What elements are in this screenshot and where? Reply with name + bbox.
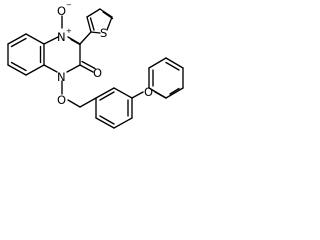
atom-n-oxide: N <box>57 30 66 44</box>
methylene-linker <box>67 97 97 108</box>
pyrazinone-ring <box>43 15 96 95</box>
chemical-structure: N + O − S O N O O <box>7 1 184 129</box>
thiophene-ring <box>79 8 114 45</box>
atom-n-ring: N <box>57 70 66 84</box>
atom-o-carbonyl: O <box>93 66 102 80</box>
atom-o-oxide: O <box>57 4 66 18</box>
benzo-ring <box>7 33 45 76</box>
phenyl-ring-terminal <box>148 57 184 99</box>
atom-o-oxide-charge: − <box>66 1 72 9</box>
phenyl-ring-central <box>95 87 144 129</box>
atom-o-aryl-ether: O <box>144 85 153 99</box>
atom-n-oxide-charge: + <box>66 27 72 35</box>
atom-s-thiophene: S <box>100 26 107 40</box>
atom-o-nitrogen-ether: O <box>57 93 66 107</box>
